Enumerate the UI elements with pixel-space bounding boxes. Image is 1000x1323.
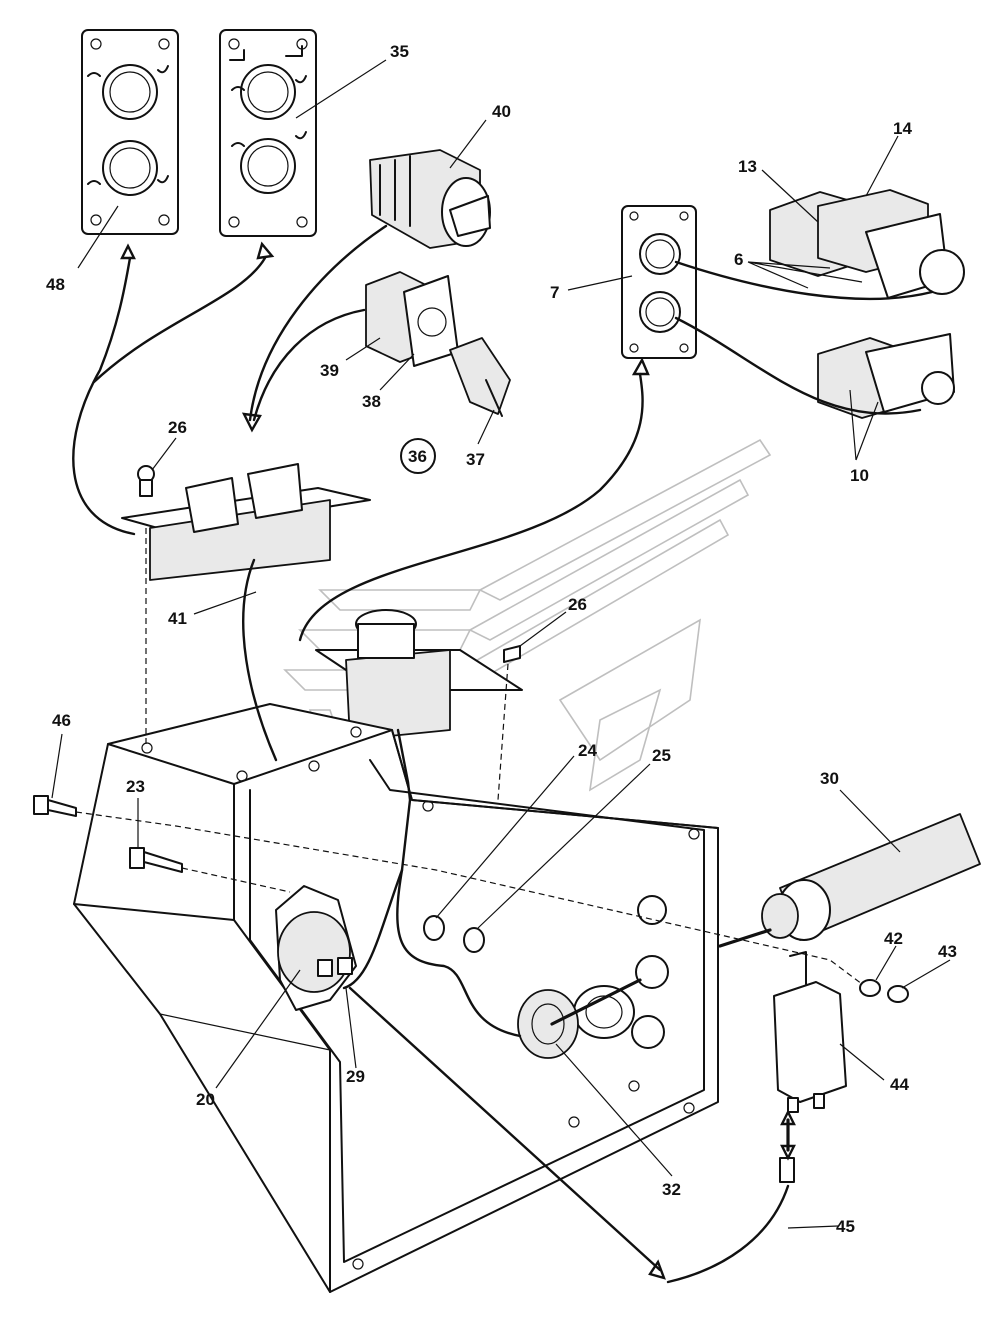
socket-20	[275, 885, 357, 1011]
label-43: 43	[938, 942, 957, 961]
label-36: 36	[408, 447, 427, 466]
label-13: 13	[738, 157, 757, 176]
label-35: 35	[390, 42, 409, 61]
switch-block-13-14	[769, 189, 965, 299]
wiring	[72, 224, 934, 1284]
control-enclosure	[73, 703, 719, 1293]
label-7: 7	[550, 283, 559, 302]
label-20: 20	[196, 1090, 215, 1109]
selector-switch-40	[369, 149, 491, 249]
label-26-middle: 26	[568, 595, 587, 614]
label-48: 48	[46, 275, 65, 294]
cable-30	[718, 813, 981, 948]
screw-26-middle	[503, 645, 521, 663]
label-24: 24	[578, 741, 597, 760]
label-44: 44	[890, 1075, 909, 1094]
switch-plate-41	[121, 463, 371, 581]
label-26-top: 26	[168, 418, 187, 437]
panel-48	[81, 29, 179, 235]
panel-7	[621, 205, 697, 359]
leader-lines	[51, 59, 951, 1229]
key-switch-assembly	[365, 271, 511, 417]
alignment-lines	[75, 528, 863, 985]
switch-block-10	[817, 333, 955, 419]
emergency-stop-assembly	[315, 609, 523, 741]
callout-circle-36	[400, 438, 436, 474]
part-labels: 48 35 40 14 13 6 7 39 38 37 36 10 26 41 …	[46, 42, 957, 1236]
label-10: 10	[850, 466, 869, 485]
label-29: 29	[346, 1067, 365, 1086]
relay-44	[773, 951, 909, 1183]
label-14: 14	[893, 119, 912, 138]
label-30: 30	[820, 769, 839, 788]
label-37: 37	[466, 450, 485, 469]
panel-35	[219, 29, 317, 237]
label-38: 38	[362, 392, 381, 411]
screw-26-top	[137, 465, 155, 497]
label-6: 6	[734, 250, 743, 269]
label-45: 45	[836, 1217, 855, 1236]
label-39: 39	[320, 361, 339, 380]
label-23: 23	[126, 777, 145, 796]
label-41: 41	[168, 609, 187, 628]
washers-24-25	[423, 915, 485, 953]
label-25: 25	[652, 746, 671, 765]
label-40: 40	[492, 102, 511, 121]
screws-46-23	[33, 795, 183, 873]
cable-gland-32	[517, 989, 579, 1059]
label-42: 42	[884, 929, 903, 948]
label-46: 46	[52, 711, 71, 730]
label-32: 32	[662, 1180, 681, 1199]
